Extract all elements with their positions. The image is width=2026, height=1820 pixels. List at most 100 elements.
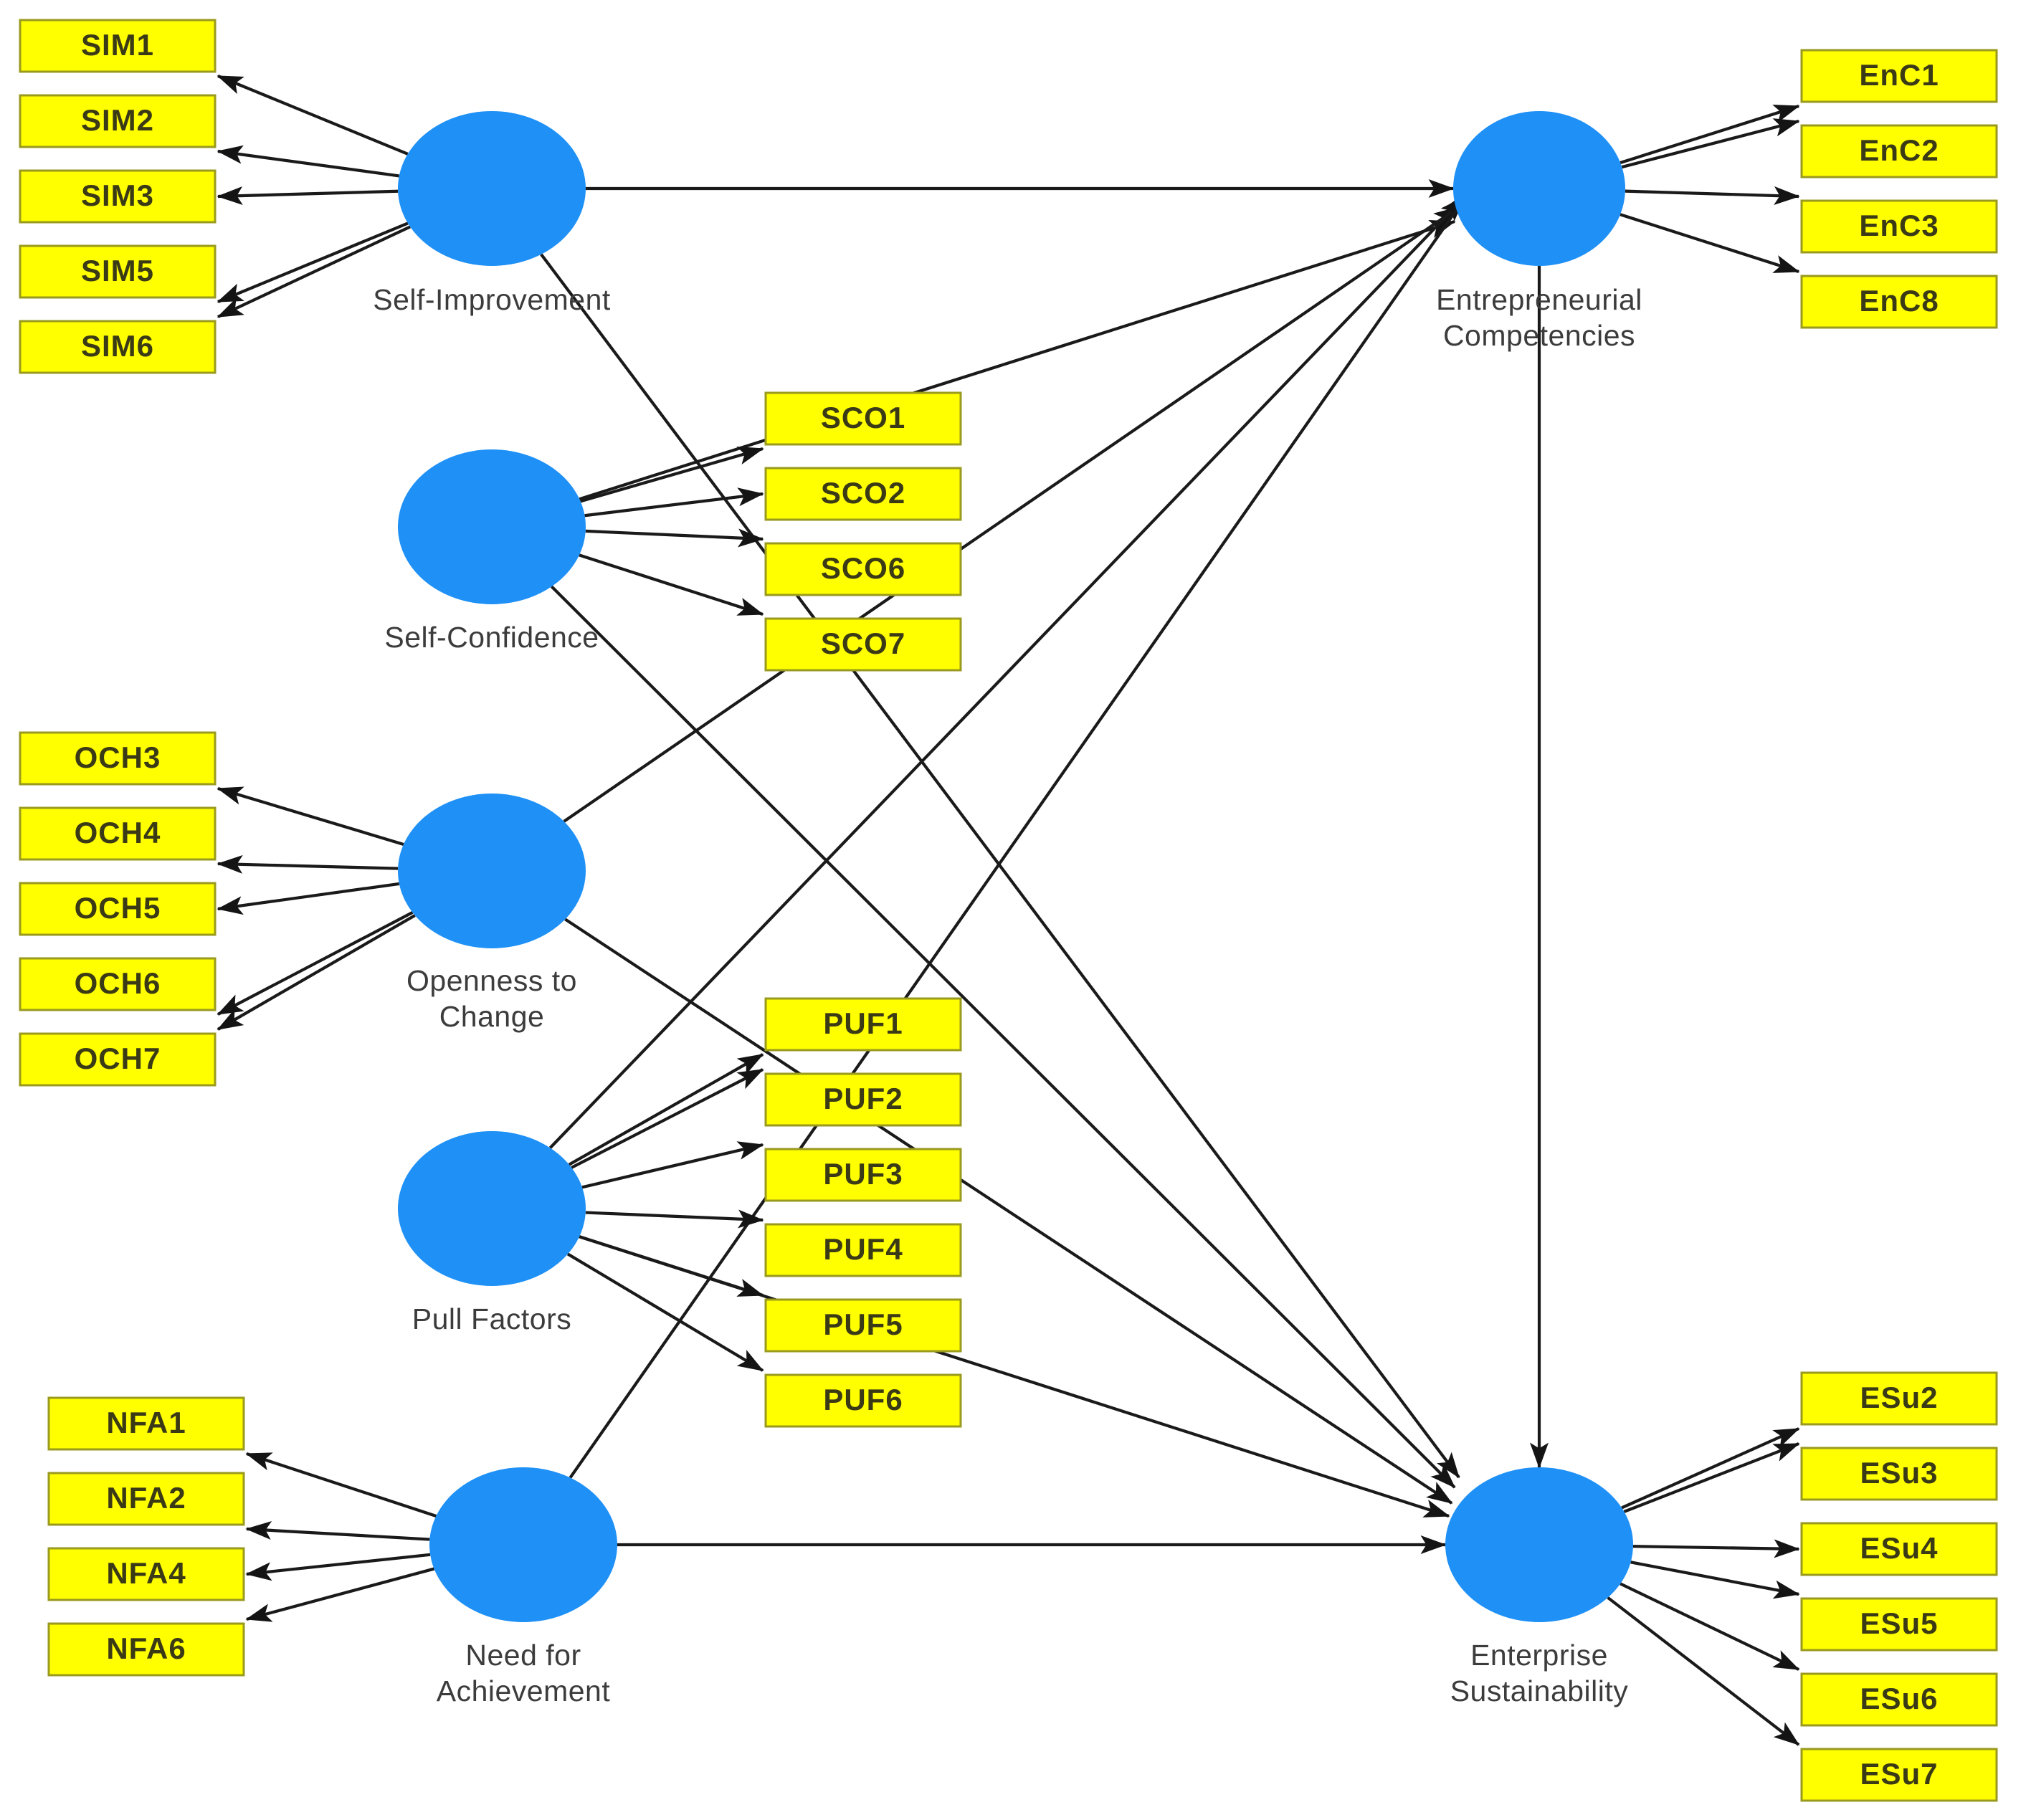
indicator-label: SCO6	[821, 551, 905, 585]
indicator-label: OCH3	[75, 740, 161, 774]
indicator-rect-esu6	[1800, 1672, 1998, 1727]
indicator-box[interactable]: PUF4	[764, 1223, 962, 1277]
indicator-box[interactable]: OCH3	[19, 731, 217, 786]
indicator-rect-nfa1	[47, 1396, 245, 1451]
indicator-box[interactable]: EnC3	[1800, 199, 1998, 254]
indicator-rect-puf4	[764, 1223, 962, 1277]
loading-path-och-och4	[217, 854, 399, 874]
indicator-label: SIM2	[81, 103, 154, 137]
loading-path-sco-sco7	[579, 553, 764, 616]
loading-path-sim-sim6	[217, 225, 412, 318]
loading-path-puf-puf2	[571, 1068, 764, 1169]
indicator-box[interactable]: SCO2	[764, 467, 962, 521]
latent-variable-puf[interactable]: Pull Factors	[398, 1131, 586, 1335]
latent-ellipse	[1453, 111, 1625, 266]
indicator-rect-sim2	[19, 94, 217, 148]
latent-variable-sco[interactable]: Self-Confidence	[384, 449, 599, 654]
indicator-rect-och7	[19, 1032, 217, 1087]
indicator-boxes-layer: SIM1SIM2SIM3SIM5SIM6SCO1SCO2SCO6SCO7OCH3…	[19, 19, 1998, 1802]
indicator-rect-enc2	[1800, 124, 1998, 178]
latent-ellipse	[398, 794, 586, 948]
indicator-box[interactable]: ESu5	[1800, 1597, 1998, 1652]
latent-label: Pull Factors	[412, 1302, 571, 1335]
indicator-box[interactable]: OCH7	[19, 1032, 217, 1087]
indicator-label: NFA1	[106, 1406, 186, 1439]
indicator-box[interactable]: NFA1	[47, 1396, 245, 1451]
indicator-box[interactable]: ESu2	[1800, 1371, 1998, 1426]
indicator-label: SIM5	[81, 254, 154, 287]
indicator-label: SIM3	[81, 178, 154, 212]
indicator-rect-puf3	[764, 1148, 962, 1202]
loading-path-och-och3	[217, 786, 404, 846]
indicator-box[interactable]: SCO7	[764, 617, 962, 672]
indicator-label: SIM1	[81, 28, 154, 62]
indicator-box[interactable]: SIM3	[19, 169, 217, 224]
loading-path-sim-sim3	[217, 186, 399, 206]
indicator-label: SCO2	[821, 476, 905, 510]
indicator-box[interactable]: SIM6	[19, 320, 217, 374]
indicator-label: ESu5	[1860, 1606, 1938, 1640]
loading-path-nfa-nfa4	[245, 1553, 431, 1581]
structural-path-och-enc	[563, 206, 1460, 823]
indicator-box[interactable]: PUF3	[764, 1148, 962, 1202]
indicator-label: SCO1	[821, 401, 905, 434]
indicator-box[interactable]: NFA6	[47, 1622, 245, 1677]
indicator-box[interactable]: OCH6	[19, 957, 217, 1011]
indicator-rect-puf1	[764, 997, 962, 1052]
structural-path-och-esu	[564, 918, 1453, 1505]
indicator-box[interactable]: SIM1	[19, 19, 217, 73]
loading-path-sco-sco1	[580, 447, 764, 503]
indicator-rect-enc3	[1800, 199, 1998, 254]
indicator-box[interactable]: ESu3	[1800, 1447, 1998, 1501]
loading-path-enc-enc8	[1620, 213, 1800, 273]
indicator-rect-nfa4	[47, 1547, 245, 1601]
indicator-box[interactable]: EnC2	[1800, 124, 1998, 178]
indicator-rect-esu2	[1800, 1371, 1998, 1426]
indicator-rect-och5	[19, 882, 217, 936]
indicator-label: SCO7	[821, 626, 905, 660]
indicator-box[interactable]: SCO1	[764, 391, 962, 446]
latent-label: Self-Confidence	[384, 621, 599, 654]
indicator-label: OCH4	[75, 816, 161, 849]
indicator-box[interactable]: ESu7	[1800, 1748, 1998, 1802]
indicator-rect-puf5	[764, 1298, 962, 1353]
latent-variable-sim[interactable]: Self-Improvement	[373, 111, 611, 316]
indicator-box[interactable]: SIM5	[19, 244, 217, 299]
indicator-box[interactable]: EnC1	[1800, 49, 1998, 103]
structural-path-sco-esu	[550, 585, 1456, 1489]
indicator-label: PUF6	[823, 1383, 903, 1416]
loading-path-puf-puf3	[581, 1141, 764, 1189]
indicator-box[interactable]: PUF5	[764, 1298, 962, 1353]
indicator-box[interactable]: PUF6	[764, 1373, 962, 1428]
indicator-box[interactable]: NFA2	[47, 1472, 245, 1526]
indicator-box[interactable]: ESu6	[1800, 1672, 1998, 1727]
loading-path-sco-sco6	[585, 528, 764, 548]
indicator-rect-sim5	[19, 244, 217, 299]
latent-ellipse	[1445, 1467, 1633, 1622]
indicator-box[interactable]: PUF2	[764, 1072, 962, 1127]
indicator-box[interactable]: SIM2	[19, 94, 217, 148]
loading-path-esu-esu7	[1607, 1596, 1800, 1746]
indicator-box[interactable]: NFA4	[47, 1547, 245, 1601]
structural-path-puf-enc	[548, 196, 1466, 1149]
indicator-box[interactable]: OCH5	[19, 882, 217, 936]
indicator-label: OCH7	[75, 1042, 161, 1075]
indicator-rect-esu7	[1800, 1748, 1998, 1802]
indicator-box[interactable]: SCO6	[764, 542, 962, 596]
indicator-box[interactable]: ESu4	[1800, 1522, 1998, 1576]
indicator-rect-sco6	[764, 542, 962, 596]
indicator-box[interactable]: PUF1	[764, 997, 962, 1052]
indicator-label: SIM6	[81, 329, 154, 363]
loading-path-nfa-nfa1	[245, 1452, 437, 1518]
indicator-rect-esu4	[1800, 1522, 1998, 1576]
indicator-box[interactable]: OCH4	[19, 806, 217, 861]
structural-path-sim-esu	[540, 253, 1460, 1479]
loading-path-och-och7	[217, 914, 416, 1031]
indicator-box[interactable]: EnC8	[1800, 275, 1998, 329]
